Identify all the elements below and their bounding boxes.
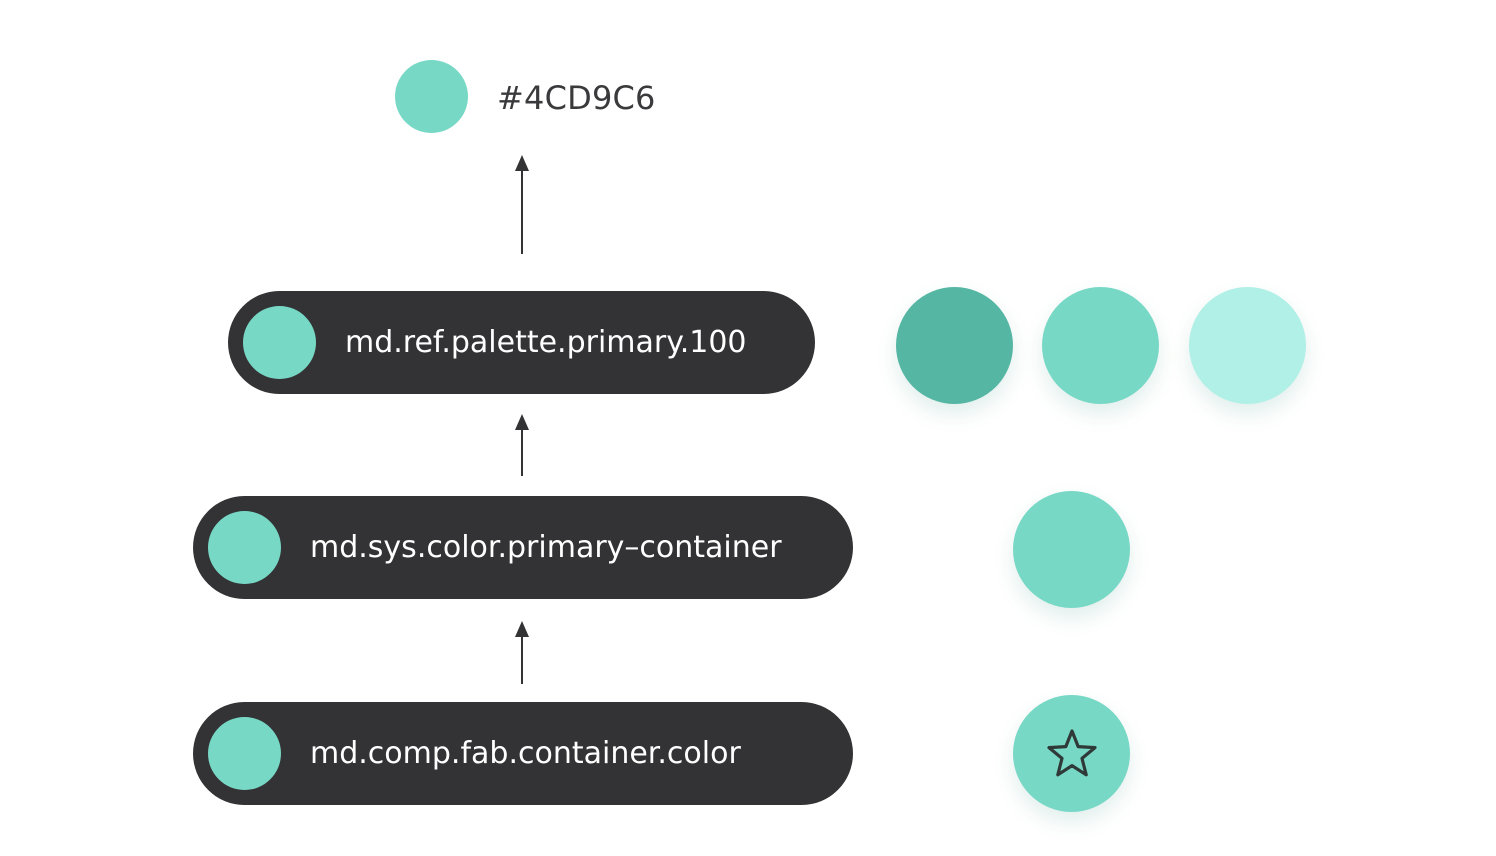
arrow-comp-to-sys (515, 621, 529, 684)
palette-tone-mid-swatch (1042, 287, 1159, 404)
arrow-ref-to-hex (515, 155, 529, 254)
system-token-label: md.sys.color.primary–container (310, 530, 782, 565)
reference-color-swatch (395, 60, 468, 133)
palette-tone-dark-swatch (896, 287, 1013, 404)
fab-button[interactable] (1013, 695, 1130, 812)
primary-container-swatch (1013, 491, 1130, 608)
system-token-color-dot (208, 511, 281, 584)
reference-token-pill: md.ref.palette.primary.100 (228, 291, 815, 394)
hex-value-label: #4CD9C6 (497, 79, 656, 117)
reference-token-label: md.ref.palette.primary.100 (345, 325, 747, 360)
component-token-pill: md.comp.fab.container.color (193, 702, 853, 805)
system-token-pill: md.sys.color.primary–container (193, 496, 853, 599)
arrow-sys-to-ref (515, 414, 529, 476)
star-outline-icon (1046, 728, 1097, 776)
component-token-color-dot (208, 717, 281, 790)
palette-tone-light-swatch (1189, 287, 1306, 404)
reference-token-color-dot (243, 306, 316, 379)
component-token-label: md.comp.fab.container.color (310, 736, 741, 771)
